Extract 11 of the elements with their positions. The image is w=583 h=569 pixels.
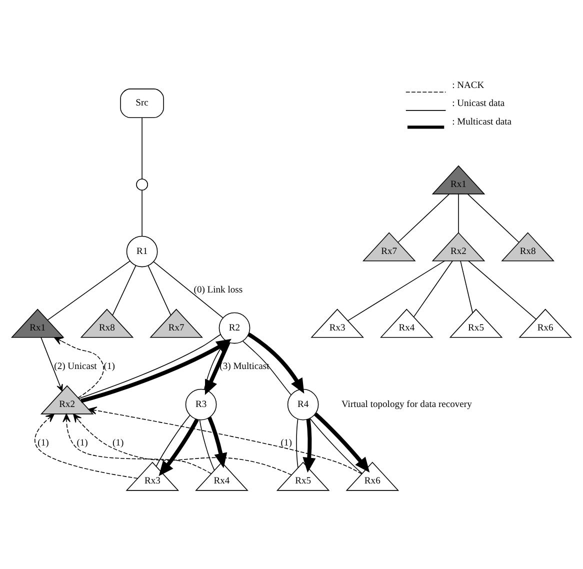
edge-label: (1) [38, 436, 49, 448]
edge-label: (0) Link loss [194, 284, 243, 295]
legend-label: : Multicast data [452, 116, 512, 127]
edge-label: (1) [280, 436, 292, 448]
legend-label: : Unicast data [452, 98, 505, 109]
edge-label: (1) [76, 436, 88, 448]
edge-label: (1) [112, 436, 124, 448]
legend-label: : NACK [452, 79, 484, 90]
edge-label: (2) Unicast [54, 360, 97, 372]
edge-label: (1) [104, 360, 115, 372]
label: Virtual topology for data recovery [341, 398, 472, 410]
